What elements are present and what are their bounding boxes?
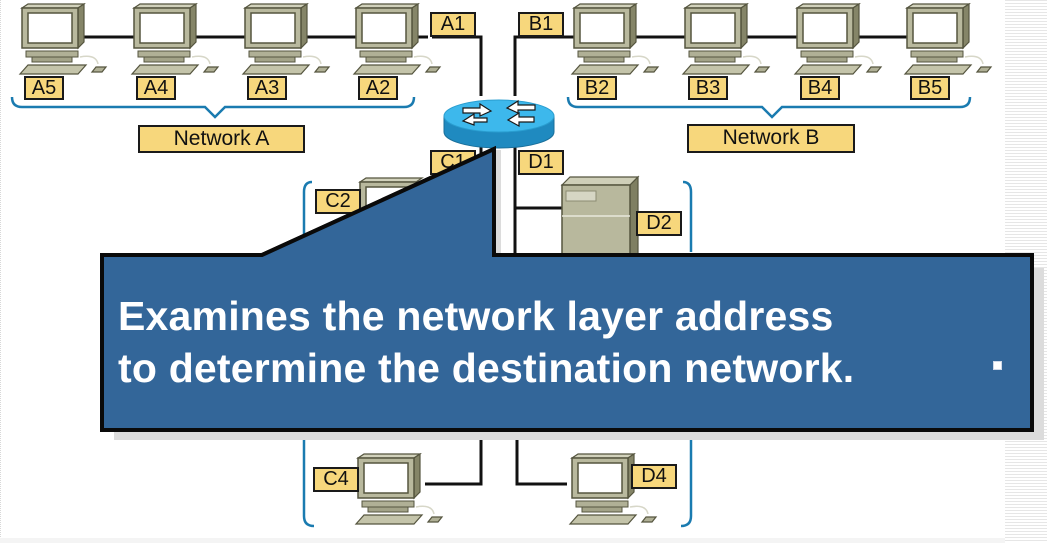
computer-a4: [131, 3, 219, 75]
computer-a2: [353, 3, 441, 75]
callout-text: Examines the network layer address to de…: [118, 290, 1018, 394]
network-c-bracket-bottom: [302, 440, 315, 528]
computer-c4: [355, 453, 443, 525]
server-d2: [560, 175, 640, 267]
host-label-c2: C2: [315, 189, 361, 214]
callout-line-1: Examines the network layer address: [118, 293, 834, 339]
computer-a5: [19, 3, 107, 75]
slide-marker: [993, 361, 1002, 370]
slide-bottom-edge: [0, 538, 1005, 543]
host-label-a5: A5: [24, 76, 64, 100]
host-label-b5: B5: [910, 76, 950, 100]
host-label-c4: C4: [313, 467, 359, 492]
network-a-bracket: [10, 96, 416, 119]
host-label-b3: B3: [688, 76, 728, 100]
host-label-a2: A2: [358, 76, 398, 100]
interface-label-b1: B1: [518, 12, 564, 37]
router-b1-cable: [513, 35, 585, 96]
host-label-b2: B2: [577, 76, 617, 100]
network-d-bracket-bottom: [680, 440, 693, 528]
computer-b2: [571, 3, 659, 75]
computer-a3: [242, 3, 330, 75]
network-d-bracket-top: [682, 180, 693, 252]
callout-line-2: to determine the destination network.: [118, 345, 855, 391]
interface-label-a1: A1: [430, 12, 476, 37]
router-a1-cable: [432, 35, 483, 96]
host-label-d2: D2: [636, 211, 682, 236]
slide-left-edge: [0, 0, 3, 543]
computer-b3: [682, 3, 770, 75]
interface-label-d1: D1: [518, 150, 564, 175]
host-label-d4: D4: [631, 464, 677, 489]
network-b-bracket: [566, 96, 972, 119]
computer-b4: [794, 3, 882, 75]
interface-label-c1: C1: [430, 150, 476, 175]
host-label-a4: A4: [136, 76, 176, 100]
host-label-a3: A3: [247, 76, 287, 100]
host-label-b4: B4: [800, 76, 840, 100]
router-icon: [443, 99, 555, 149]
network-b-label: Network B: [687, 124, 855, 153]
network-a-label: Network A: [138, 125, 305, 153]
computer-b5: [904, 3, 992, 75]
